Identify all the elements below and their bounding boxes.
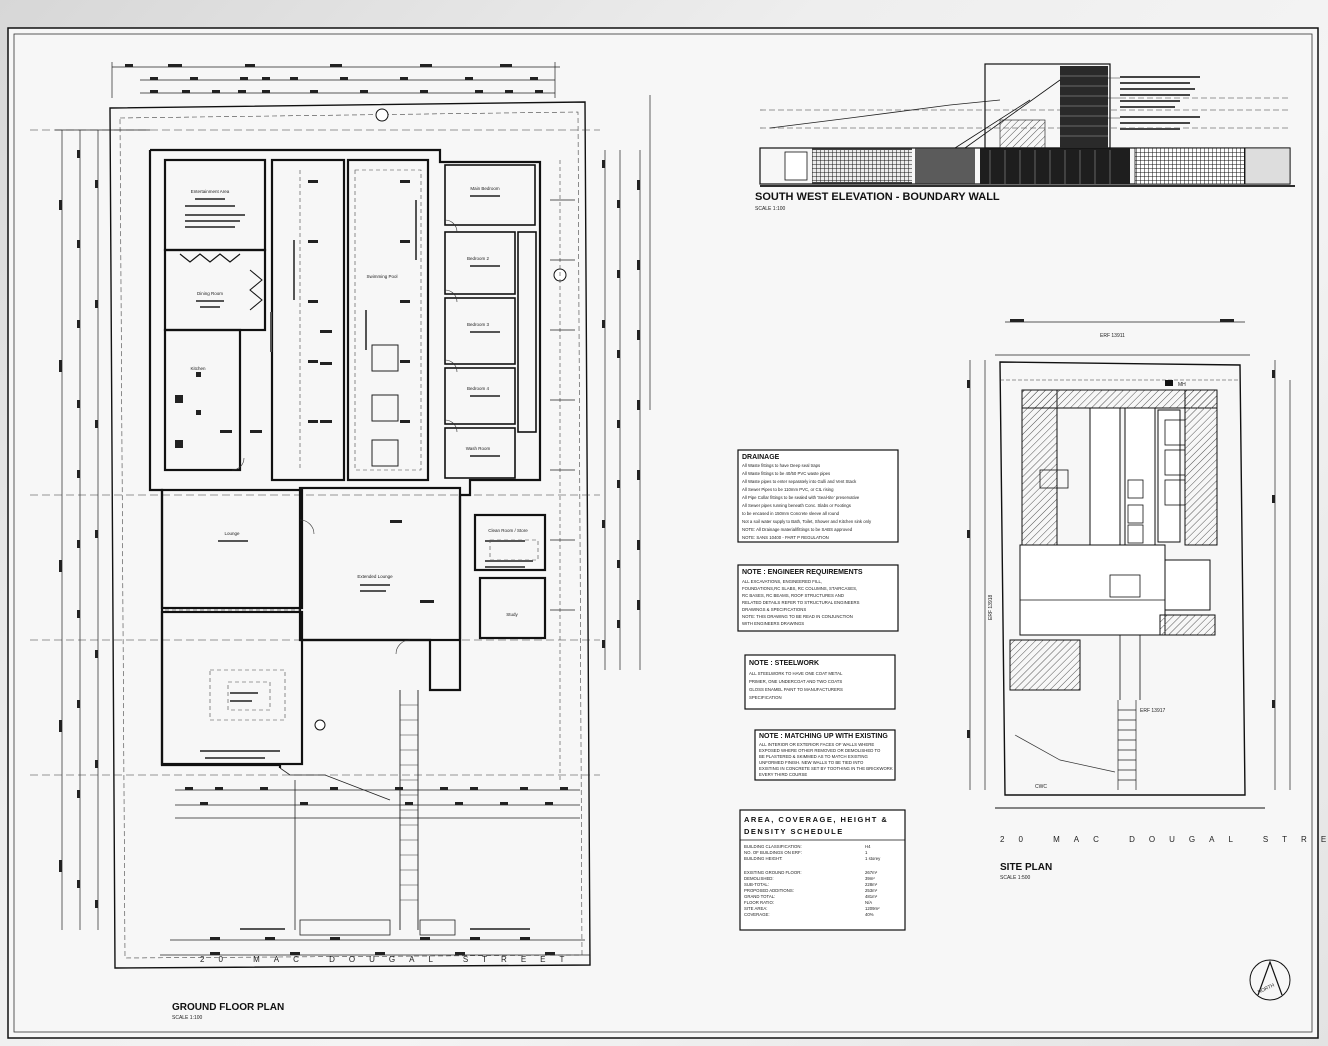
room-label-pool: Swimming Pool xyxy=(366,274,397,279)
schedule-row-value: 228m² xyxy=(865,882,878,887)
notes: DRAINAGE All Waste fittings to have Deep… xyxy=(737,449,899,781)
drainage-line: All Waste fittings to be 40/50 PVC waste… xyxy=(742,471,830,476)
room-label-clean-room: Clean Room / Store xyxy=(488,528,528,533)
schedule-title-1: AREA, COVERAGE, HEIGHT & xyxy=(744,815,888,824)
steelwork-line: GLOSS ENAMEL PAINT TO MANUFACTURERS xyxy=(749,687,843,692)
schedule-row-value: 39m² xyxy=(865,876,875,881)
ground-floor-title: GROUND FLOOR PLAN xyxy=(172,1002,284,1013)
room-label-wash-room: Wash Room xyxy=(466,446,491,451)
ground-floor-scale: SCALE 1:100 xyxy=(172,1015,203,1021)
matching-title: NOTE : MATCHING UP WITH EXISTING xyxy=(759,733,888,740)
elevation-scale: SCALE 1:100 xyxy=(755,206,786,212)
site-label-mh: MH xyxy=(1178,382,1186,388)
site-plan: ERF 13911 xyxy=(967,319,1328,881)
schedule-row-label: COVERAGE: xyxy=(744,912,770,917)
schedule-row-value: H4 xyxy=(865,844,871,849)
steelwork-note: NOTE : STEELWORK ALL STEELWORK TO HAVE O… xyxy=(744,654,896,710)
schedule-row-value: 1 xyxy=(865,850,868,855)
engineer-note: NOTE : ENGINEER REQUIREMENTS ALL EXCAVAT… xyxy=(737,564,899,632)
drainage-line: Not a soil water supply to Bath, Toilet,… xyxy=(742,519,872,524)
room-label-dining: Dining Room xyxy=(197,291,223,296)
schedule-row-value: 1 storey xyxy=(865,856,881,861)
drainage-line: All Sewer pipes running beneath Conc. Sl… xyxy=(742,503,851,508)
matching-line: EXISTING IN CONCRETE SET BY TOOTHING IN … xyxy=(759,766,893,771)
drainage-line: to be encased in 150mm Concrete sleeve a… xyxy=(742,511,840,516)
room-label-extended-lounge: Extended Lounge xyxy=(357,574,393,579)
site-label-cwc: CWC xyxy=(1035,784,1047,790)
drainage-line: All Waste fittings to have Deep seal tra… xyxy=(742,463,820,468)
schedule-row-value: N/A xyxy=(865,900,872,905)
schedule-row-label: BUILDING HEIGHT: xyxy=(744,856,782,861)
matching-line: EXPOSED WHERE OTHER REMOVED OR DEMOLISHE… xyxy=(759,748,881,753)
matching-line: UNFORMED FINISH. NEW WALLS TO BE TIED IN… xyxy=(759,760,864,765)
site-street-label: 20 MAC DOUGAL STREET xyxy=(1000,835,1328,844)
matching-line: BE PLASTERED & SKIMMED AS TO MATCH EXIST… xyxy=(759,754,869,759)
drainage-line: All Pipe Collar fittings to be sealed wi… xyxy=(742,495,860,500)
ground-floor-plan: Entertainment Area Dining Room Kitchen S… xyxy=(30,62,651,1021)
schedule-row-label: SITE AREA: xyxy=(744,906,767,911)
drainage-title: DRAINAGE xyxy=(742,454,780,461)
room-label-study: Study xyxy=(506,612,518,617)
area-schedule: AREA, COVERAGE, HEIGHT & DENSITY SCHEDUL… xyxy=(739,809,906,931)
schedule-row-value: 253m² xyxy=(865,888,878,893)
schedule-row-value: 267m² xyxy=(865,870,878,875)
site-plan-scale: SCALE 1:500 xyxy=(1000,875,1031,881)
schedule-row-label: FLOOR RATIO: xyxy=(744,900,774,905)
drainage-note: DRAINAGE All Waste fittings to have Deep… xyxy=(737,449,899,543)
south-west-elevation: SOUTH WEST ELEVATION - BOUNDARY WALL SCA… xyxy=(755,63,1295,212)
room-label-entertainment: Entertainment Area xyxy=(191,189,230,194)
engineer-line: FOUNDATIONS,RC SLABS, RC COLUMNS, STAIRC… xyxy=(742,586,857,591)
matching-note: NOTE : MATCHING UP WITH EXISTING ALL INT… xyxy=(754,729,896,781)
engineer-line: WITH ENGINEERS DRAWINGS xyxy=(742,621,804,626)
site-erf-right: ERF 13917 xyxy=(1140,708,1166,714)
steelwork-line: ALL STEELWORK TO HAVE ONE COAT METAL xyxy=(749,671,843,676)
engineer-line: DRAWINGS & SPECIFICATIONS xyxy=(742,607,806,612)
elevation-title: SOUTH WEST ELEVATION - BOUNDARY WALL xyxy=(755,191,1000,203)
site-erf-left: ERF 13918 xyxy=(988,594,994,620)
steelwork-title: NOTE : STEELWORK xyxy=(749,660,819,667)
engineer-title: NOTE : ENGINEER REQUIREMENTS xyxy=(742,569,863,576)
schedule-row-label: DEMOLISHED: xyxy=(744,876,774,881)
matching-line: ALL INTERIOR OR EXTERIOR FACES OF WALLS … xyxy=(759,742,874,747)
room-label-bedroom-4: Bedroom 4 xyxy=(467,386,490,391)
matching-line: EVERY THIRD COURSE xyxy=(759,772,807,777)
room-label-kitchen: Kitchen xyxy=(190,366,206,371)
schedule-row-value: 40% xyxy=(865,912,874,917)
room-label-bedroom-3: Bedroom 3 xyxy=(467,322,490,327)
engineer-line: NOTE: THIS DRAWING TO BE READ IN CONJUNC… xyxy=(742,614,853,619)
steelwork-line: PRIMER, ONE UNDERCOAT AND TWO COATS xyxy=(749,679,842,684)
schedule-title-2: DENSITY SCHEDULE xyxy=(744,827,844,836)
schedule-row-label: SUB-TOTAL: xyxy=(744,882,769,887)
schedule-row-value: 481m² xyxy=(865,894,878,899)
drainage-line: NOTE: SANS 10400 - PART P REGULATION xyxy=(742,535,829,540)
engineer-line: RELATED DETAILS REFER TO STRUCTURAL ENGI… xyxy=(742,600,860,605)
schedule-row-label: BUILDING CLASSIFICATION: xyxy=(744,844,802,849)
schedule-row-label: NO. OF BUILDINGS ON ERF: xyxy=(744,850,802,855)
engineer-line: ALL EXCAVATIONS, ENGINEERED FILL, xyxy=(742,579,822,584)
site-plan-title: SITE PLAN xyxy=(1000,862,1052,873)
room-label-lounge: Lounge xyxy=(224,531,240,536)
room-label-bedroom-2: Bedroom 2 xyxy=(467,256,490,261)
schedule-row-value: 1209m² xyxy=(865,906,880,911)
drainage-line: NOTE: All Drainage material/fittings to … xyxy=(742,527,853,532)
drainage-line: All Waste pipes to enter separately into… xyxy=(742,479,857,484)
schedule-row-label: GRAND TOTAL: xyxy=(744,894,775,899)
steelwork-line: SPECIFICATION xyxy=(749,695,782,700)
room-label-main-bedroom: Main Bedroom xyxy=(470,186,500,191)
engineer-line: RC BASES, RC BEAMS, ROOF STRUCTURES AND xyxy=(742,593,844,598)
schedule-row-label: EXISTING GROUND FLOOR: xyxy=(744,870,802,875)
ground-floor-street-label: 20 MAC DOUGAL STREET xyxy=(200,955,578,964)
site-erf-top: ERF 13911 xyxy=(1100,333,1125,339)
schedule-row-label: PROPOSED ADDITIONS: xyxy=(744,888,794,893)
drainage-line: All Sewer Pipes to be 110mm PVC, or CIL … xyxy=(742,487,834,492)
